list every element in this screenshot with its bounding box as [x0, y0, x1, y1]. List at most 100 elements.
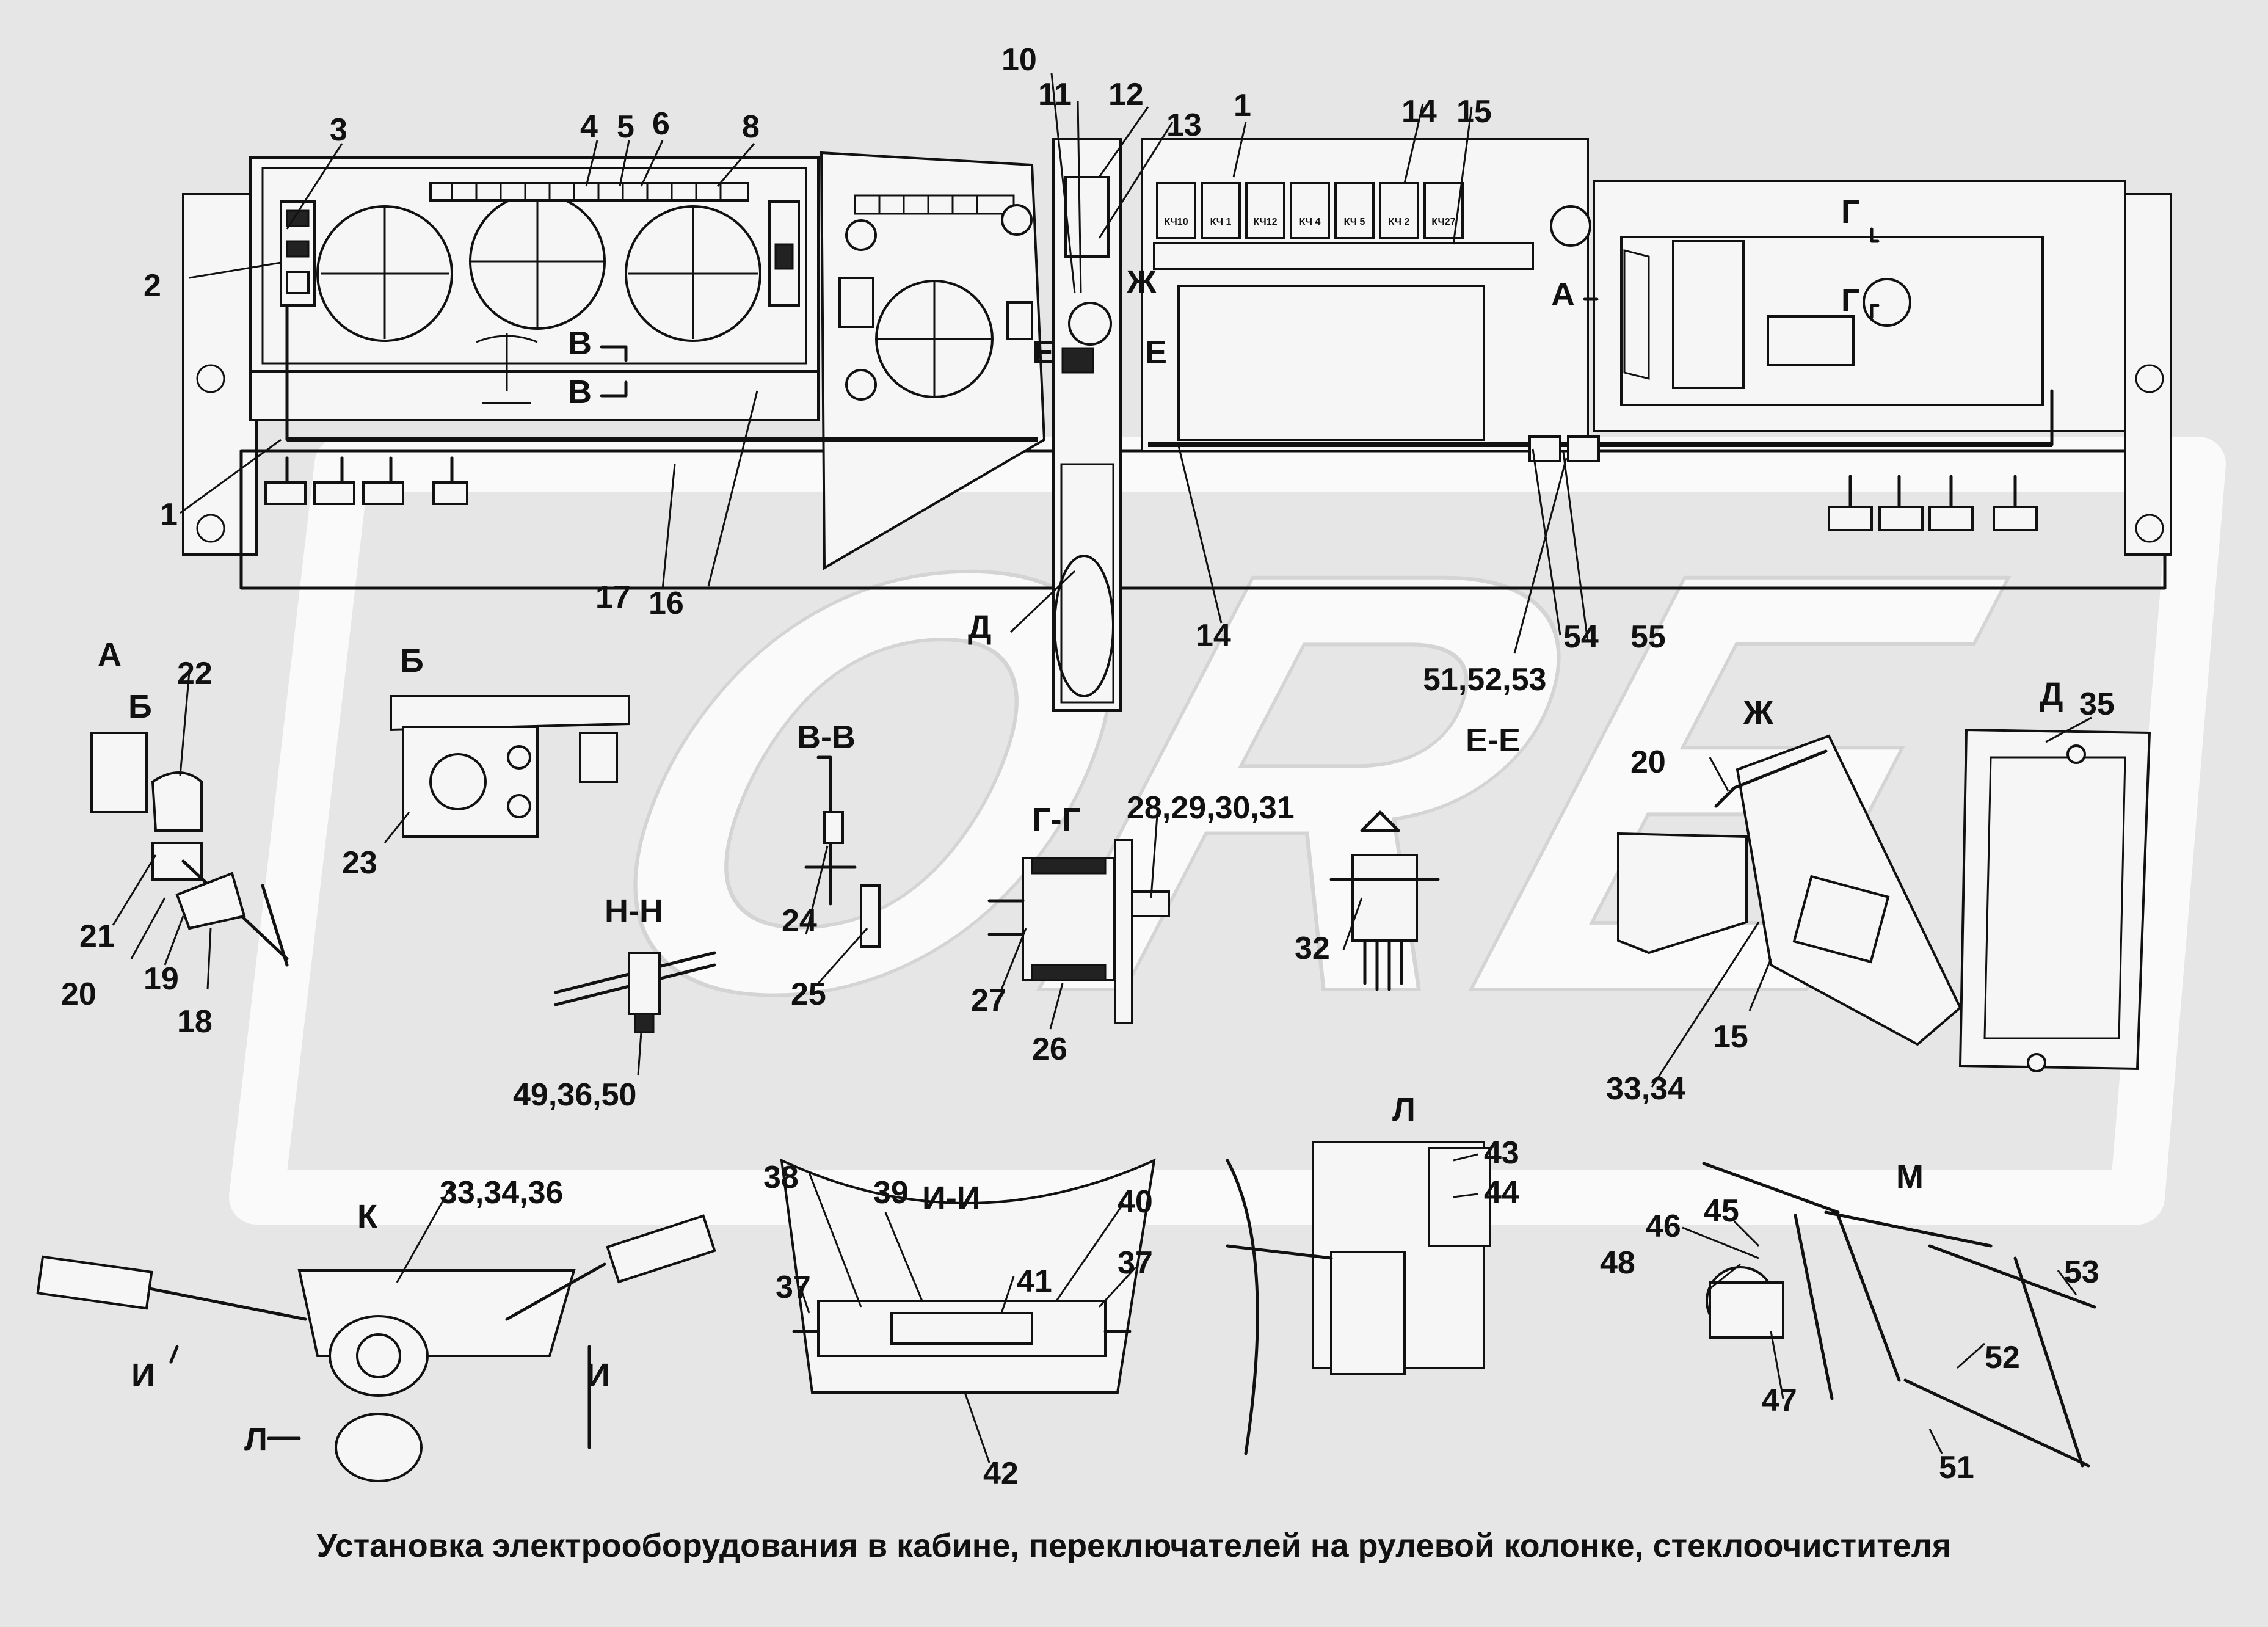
fuse-icon	[1379, 182, 1419, 239]
part-number: 27	[971, 983, 1006, 1018]
relay-icon	[1567, 435, 1600, 462]
view-A-relay	[151, 842, 203, 881]
center-label-plate	[838, 277, 874, 328]
glovebox-plate	[1767, 315, 1855, 366]
part-number: 15	[1713, 1019, 1748, 1055]
view-B-motor-icon	[429, 753, 487, 810]
view-NN-nut-icon	[634, 1013, 655, 1033]
glovebox-hinge	[1623, 249, 1650, 380]
view-GG-gasket	[1031, 964, 1107, 981]
cut-mark-E: Е	[1032, 334, 1054, 371]
part-number: 48	[1600, 1245, 1635, 1281]
part-number: 55	[1630, 619, 1666, 655]
part-number: 18	[177, 1004, 213, 1039]
cut-mark-V: В	[568, 325, 592, 362]
fuse-label: КЧ27	[1431, 217, 1455, 227]
part-number: 15	[1456, 94, 1492, 129]
view-ZH-detail	[1617, 734, 1962, 1046]
right-screw-icon	[1550, 205, 1591, 247]
part-numbers: 3 2 4 5 6 8 1 17 16 10 11 12 13 1 14 15 …	[61, 42, 2115, 1491]
view-K-left-stalk	[36, 1255, 153, 1310]
glovebox-latch-block	[1672, 240, 1745, 389]
part-number: 14	[1401, 94, 1437, 129]
left-mount-bracket	[182, 193, 258, 556]
part-number: 37	[776, 1270, 811, 1305]
view-EE-switch-body	[1351, 854, 1418, 942]
left-mount-hole-icon	[196, 364, 225, 393]
view-D-screw-icon	[2066, 744, 2086, 764]
view-NN-bracket	[628, 952, 661, 1015]
part-number: 19	[144, 961, 179, 997]
part-number: 32	[1295, 931, 1330, 966]
view-B-screw-icon	[507, 794, 531, 818]
part-number: 44	[1484, 1175, 1519, 1210]
fuse-label: КЧ10	[1164, 217, 1188, 227]
view-B-detail	[390, 695, 630, 838]
fuse-icon	[1156, 182, 1196, 239]
cut-mark-E: Е	[1145, 334, 1167, 371]
fuse-label: КЧ 2	[1389, 217, 1410, 227]
connector-icon	[1878, 506, 1924, 531]
view-K-right-stalk	[606, 1214, 716, 1284]
view-L-switch	[1330, 1251, 1406, 1375]
cut-mark-ZH: Ж	[1126, 264, 1157, 300]
section-title-M: М	[1896, 1159, 1924, 1195]
part-number: 38	[763, 1160, 799, 1195]
view-D-screw-icon	[2027, 1053, 2046, 1072]
inspection-hatch	[1053, 555, 1114, 697]
view-B-connector	[579, 732, 618, 783]
part-number: 52	[1985, 1340, 2020, 1375]
watermark: ORE	[229, 437, 2226, 1225]
part-number: 17	[595, 580, 631, 615]
watermark-text: ORE	[522, 448, 2057, 1116]
part-number: 5	[617, 109, 634, 145]
switch-icon	[286, 240, 310, 258]
section-title-VV: В-В	[797, 719, 856, 755]
cut-mark-I: И	[131, 1357, 155, 1394]
part-number: 10	[1001, 42, 1037, 78]
section-title-NN: Н-Н	[605, 893, 663, 930]
view-M-linkage	[1794, 1214, 2090, 1468]
center-screw-icon	[845, 369, 877, 401]
fuse-icon	[1245, 182, 1285, 239]
view-L-outline	[1226, 1159, 1333, 1455]
part-number: 24	[782, 903, 817, 939]
view-K-hub-icon	[356, 1333, 401, 1378]
view-M-wiper-blades	[1702, 1162, 2096, 1309]
section-title-EE: Е-Е	[1466, 722, 1521, 759]
part-number: 23	[342, 845, 377, 881]
view-K-lower-hub	[335, 1413, 423, 1482]
part-number: 8	[742, 109, 760, 145]
cut-mark-D: Д	[968, 609, 991, 646]
part-number: 28,29,30,31	[1127, 790, 1295, 826]
part-number: 51,52,53	[1423, 662, 1546, 697]
section-title-II: И-И	[922, 1180, 981, 1217]
part-number: 46	[1646, 1209, 1681, 1244]
bracket-fixing	[476, 333, 538, 404]
part-number: 53	[2064, 1254, 2099, 1290]
view-GG-pins	[987, 899, 1025, 936]
watermark-frame	[229, 437, 2226, 1225]
center-screw-icon	[845, 219, 877, 251]
fuse-icon	[1201, 182, 1241, 239]
indicator-lamp-icon	[774, 243, 794, 270]
part-number: 33,34,36	[440, 1175, 563, 1210]
cut-mark-A: А	[1551, 276, 1575, 313]
part-number: 12	[1108, 77, 1144, 112]
view-GG-gasket	[1031, 857, 1107, 875]
cut-mark-L: Л	[244, 1421, 267, 1458]
part-number: 1	[1234, 88, 1251, 123]
glovebox-knob-icon	[1863, 278, 1911, 327]
view-K-stalk-shafts	[148, 1262, 606, 1321]
part-number: 41	[1017, 1264, 1052, 1299]
view-GG-panel-wall	[1114, 839, 1133, 1024]
fuse-label: КЧ 5	[1344, 217, 1365, 227]
view-D-detail	[1958, 728, 2151, 1072]
cut-mark-I: И	[586, 1357, 610, 1394]
part-number: 49,36,50	[513, 1077, 636, 1113]
part-number: 21	[79, 919, 115, 954]
warning-lamp-dividers	[451, 183, 722, 200]
part-number: 3	[330, 112, 347, 148]
view-A-detail	[90, 732, 289, 967]
connector-drops	[285, 456, 454, 484]
